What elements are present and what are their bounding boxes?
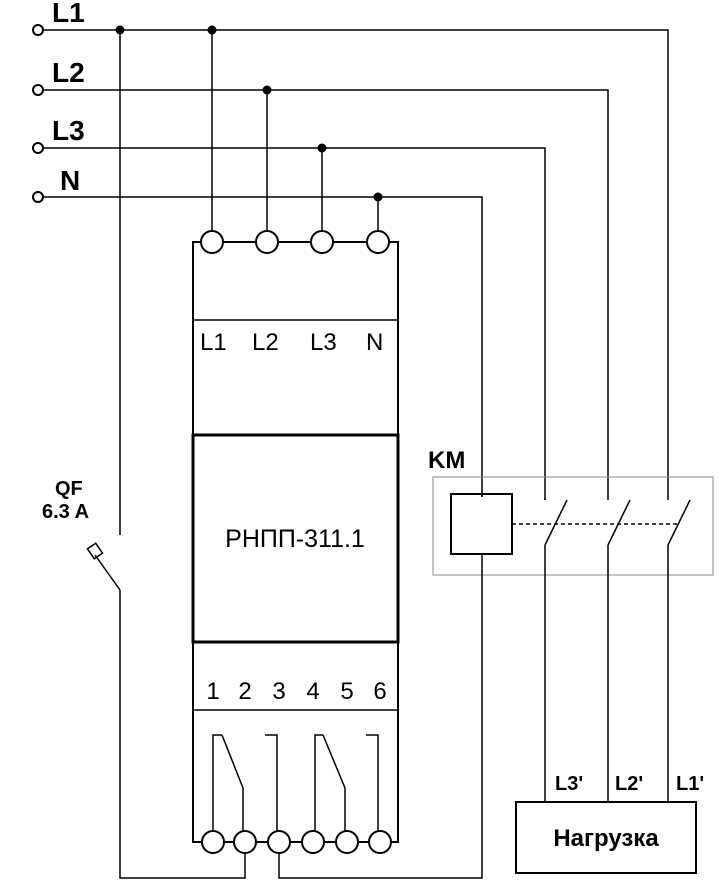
device-terminal-n	[366, 230, 390, 254]
contactor-contact-l3	[544, 498, 568, 546]
n-wire	[43, 196, 483, 497]
device-terminal-4	[301, 830, 325, 854]
breaker-contact	[94, 554, 121, 591]
contactor-km	[278, 476, 714, 879]
device-terminal-3	[267, 830, 291, 854]
relay-contact-1	[212, 734, 244, 842]
device-input-label-n: N	[366, 329, 383, 356]
junctions	[115, 25, 383, 230]
relay-contact-3	[314, 734, 346, 842]
device-terminal-6	[368, 830, 392, 854]
relay-contact-2	[265, 734, 278, 842]
n-input-terminal	[32, 191, 44, 203]
load-phase-l2: L2'	[615, 773, 643, 795]
device-output-label-2: 2	[238, 678, 251, 705]
load-box	[515, 801, 697, 874]
load-phase-l1: L1'	[676, 773, 704, 795]
device-input-label-l3: L3	[310, 329, 337, 356]
device-output-label-5: 5	[340, 678, 353, 705]
device-main-block	[191, 433, 400, 644]
contactor-name: KM	[428, 447, 465, 474]
device-output-label-1: 1	[206, 678, 219, 705]
relay-contact-4	[366, 734, 379, 842]
breaker-rating: 6.3 A	[42, 501, 89, 523]
contactor-coil	[450, 493, 513, 555]
device-terminal-l2	[255, 230, 279, 254]
load-phase-l3: L3'	[555, 773, 583, 795]
contactor-contact-l1	[667, 499, 691, 546]
device-name: РНПП-311.1	[225, 525, 365, 553]
breaker-name: QF	[55, 478, 83, 500]
l2-wire	[43, 89, 609, 500]
line-label-n: N	[60, 165, 80, 196]
breaker-qf	[86, 30, 246, 879]
line-label-l2: L2	[52, 57, 85, 88]
l1-wire	[43, 29, 669, 500]
contactor-contact-l2	[607, 499, 631, 546]
line-label-l1: L1	[52, 0, 85, 28]
l2-input-terminal	[32, 84, 44, 96]
device-terminal-5	[335, 830, 359, 854]
device-output-label-4: 4	[306, 678, 319, 705]
coil-return-wire	[278, 554, 483, 879]
device-terminal-l3	[310, 230, 334, 254]
l1-input-terminal	[32, 24, 44, 36]
load-name: Нагрузка	[553, 825, 659, 852]
device-terminal-l1	[200, 230, 224, 254]
load	[515, 801, 697, 874]
device-rnpp	[191, 230, 400, 854]
line-label-l3: L3	[52, 115, 85, 146]
device-input-label-l1: L1	[200, 329, 227, 356]
device-output-label-3: 3	[272, 678, 285, 705]
device-output-label-6: 6	[373, 678, 386, 705]
l3-wire	[43, 147, 546, 500]
device-input-label-l2: L2	[252, 329, 279, 356]
contactor-frame	[432, 476, 714, 576]
breaker-trip-icon	[86, 542, 104, 560]
device-terminal-1	[201, 830, 225, 854]
l3-input-terminal	[32, 142, 44, 154]
supply-lines	[32, 24, 669, 500]
device-terminal-2	[233, 830, 257, 854]
